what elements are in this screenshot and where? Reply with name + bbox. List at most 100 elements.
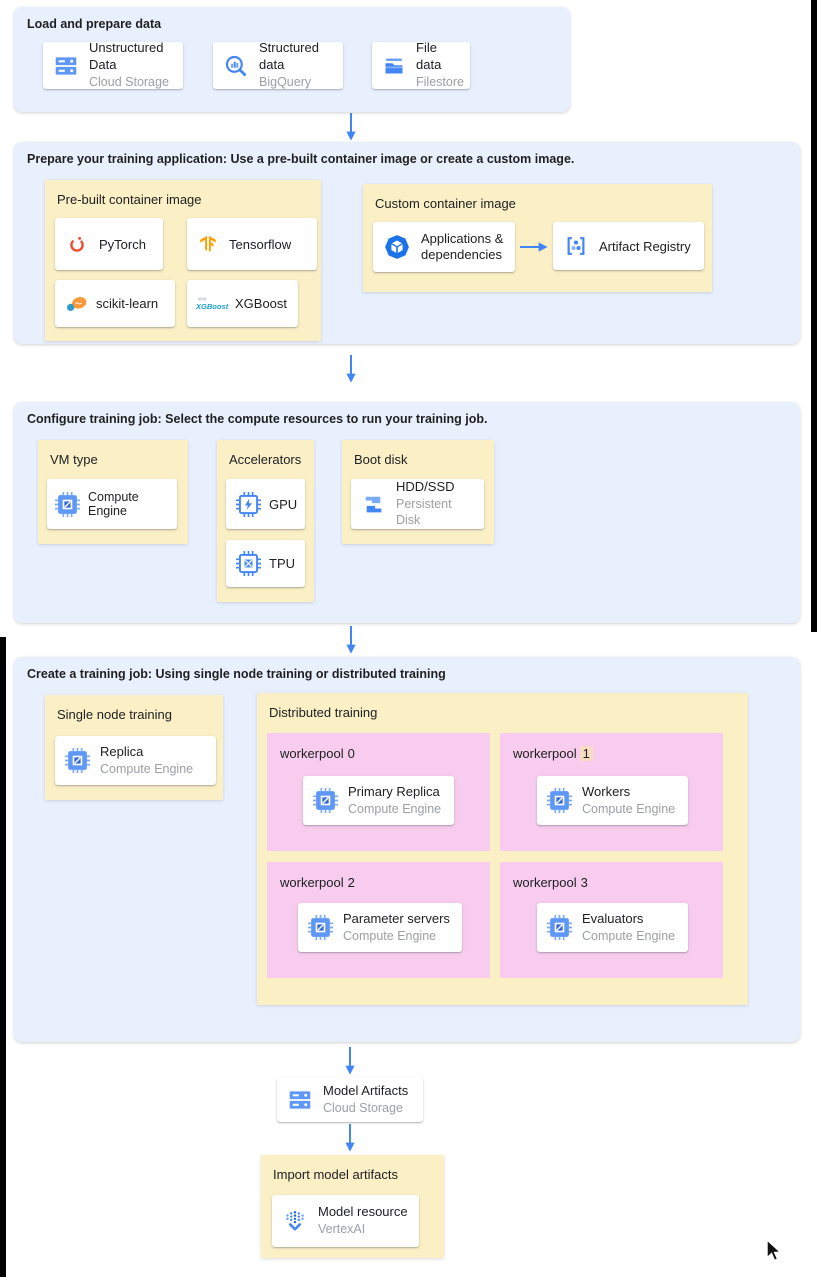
card-title: scikit-learn	[96, 296, 159, 311]
group-label: Pre-built container image	[57, 192, 202, 207]
arrow-down-icon	[342, 1046, 358, 1076]
tpu-icon	[236, 551, 261, 576]
arrow-down-icon	[342, 1123, 358, 1153]
mouse-cursor-icon	[766, 1239, 782, 1263]
artifact-registry-icon	[563, 233, 589, 259]
group-accelerators: Accelerators GPU TPU	[217, 440, 314, 602]
card-workers: Workers Compute Engine	[537, 776, 694, 831]
card-file-data: File data Filestore	[372, 40, 470, 90]
group-single-node: Single node training Replica Compute Eng…	[45, 695, 223, 800]
card-compute-engine: Compute Engine	[47, 479, 177, 529]
compute-engine-icon	[65, 748, 90, 773]
compute-engine-icon	[308, 915, 333, 940]
vertex-ai-icon	[282, 1208, 308, 1234]
card-title: GPU	[269, 496, 298, 512]
card-model-resource: Model resource VertexAI	[272, 1195, 419, 1247]
group-label: Accelerators	[229, 452, 302, 467]
arrow-right-icon	[519, 239, 549, 255]
cloud-storage-icon	[287, 1087, 313, 1113]
highlighted-number: 1	[579, 746, 593, 761]
card-subtitle: Compute Engine	[582, 928, 676, 943]
compute-engine-icon	[313, 788, 338, 813]
card-title: Primary Replica	[348, 783, 440, 799]
card-title: Compute Engine	[88, 490, 139, 518]
card-xgboost: XGBoost	[187, 280, 298, 327]
group-label: Single node training	[57, 707, 172, 722]
section-create-job: Create a training job: Using single node…	[14, 657, 800, 1042]
cloud-storage-icon	[53, 53, 79, 79]
card-subtitle: Persistent Disk	[396, 497, 452, 528]
card-pytorch: PyTorch	[55, 218, 163, 270]
card-title: Model resource	[318, 1204, 408, 1220]
gpu-icon	[236, 492, 261, 517]
card-artifact-registry: Artifact Registry	[553, 222, 704, 270]
card-persistent-disk: HDD/SSD Persistent Disk	[351, 479, 484, 529]
card-applications-dependencies: Applications & dependencies	[373, 222, 515, 272]
card-title: Structured data	[259, 40, 319, 73]
card-title: Replica	[100, 743, 144, 759]
card-title: Tensorflow	[229, 236, 292, 252]
card-model-artifacts: Model Artifacts Cloud Storage	[277, 1077, 423, 1122]
compute-engine-icon	[55, 492, 80, 517]
group-boot-disk: Boot disk HDD/SSD Persistent Disk	[342, 440, 494, 544]
card-subtitle: Cloud Storage	[323, 1100, 403, 1115]
compute-engine-icon	[547, 915, 572, 940]
section-configure-job: Configure training job: Select the compu…	[14, 402, 800, 623]
compute-engine-icon	[547, 788, 572, 813]
persistent-disk-icon	[361, 492, 386, 517]
section-title: Create a training job: Using single node…	[27, 667, 446, 681]
card-scikit-learn: scikit-learn	[55, 280, 175, 327]
tensorflow-icon	[197, 233, 219, 255]
card-replica: Replica Compute Engine	[55, 736, 216, 785]
section-title: Prepare your training application: Use a…	[27, 152, 575, 166]
card-primary-replica: Primary Replica Compute Engine	[303, 776, 454, 825]
card-subtitle: BigQuery	[259, 75, 312, 90]
card-title: Unstructured Data	[89, 40, 164, 73]
card-title: Parameter servers	[343, 910, 450, 926]
card-subtitle: Filestore	[416, 75, 464, 90]
scikit-learn-icon	[65, 292, 89, 316]
applications-icon	[383, 233, 411, 261]
group-label: Distributed training	[269, 705, 378, 720]
card-title: Model Artifacts	[323, 1082, 409, 1098]
arrow-down-icon	[343, 625, 359, 655]
screenshot-edge-bar-right	[811, 0, 817, 632]
group-label: Import model artifacts	[273, 1167, 398, 1182]
card-title: PyTorch	[99, 236, 146, 252]
bigquery-icon	[223, 53, 249, 79]
card-subtitle: Compute Engine	[582, 801, 676, 816]
section-load-data: Load and prepare data Unstructured Data …	[14, 7, 570, 112]
group-label: Custom container image	[375, 196, 516, 211]
card-parameter-servers: Parameter servers Compute Engine	[298, 903, 468, 958]
pytorch-icon	[65, 232, 89, 256]
group-import-model: Import model artifacts Model resource Ve…	[261, 1155, 444, 1258]
card-title: Workers	[582, 783, 631, 799]
screenshot-edge-bar-left	[0, 637, 6, 1277]
card-subtitle: Compute Engine	[348, 801, 442, 816]
section-prepare-application: Prepare your training application: Use a…	[14, 142, 800, 344]
card-subtitle: Compute Engine	[343, 928, 437, 943]
card-tensorflow: Tensorflow	[187, 218, 317, 270]
card-title: XGBoost	[235, 296, 288, 311]
card-title: Applications & dependencies	[421, 230, 504, 262]
section-title: Configure training job: Select the compu…	[27, 412, 488, 426]
filestore-icon	[382, 54, 406, 78]
card-title: HDD/SSD	[396, 479, 455, 495]
arrow-down-icon	[343, 354, 359, 384]
card-gpu: GPU	[226, 479, 305, 529]
xgboost-icon	[195, 294, 229, 314]
group-label: VM type	[50, 452, 98, 467]
group-label: Boot disk	[354, 452, 408, 467]
section-title: Load and prepare data	[27, 17, 162, 31]
card-subtitle: Cloud Storage	[89, 75, 169, 90]
card-unstructured-data: Unstructured Data Cloud Storage	[43, 40, 183, 90]
card-title: TPU	[269, 556, 295, 571]
